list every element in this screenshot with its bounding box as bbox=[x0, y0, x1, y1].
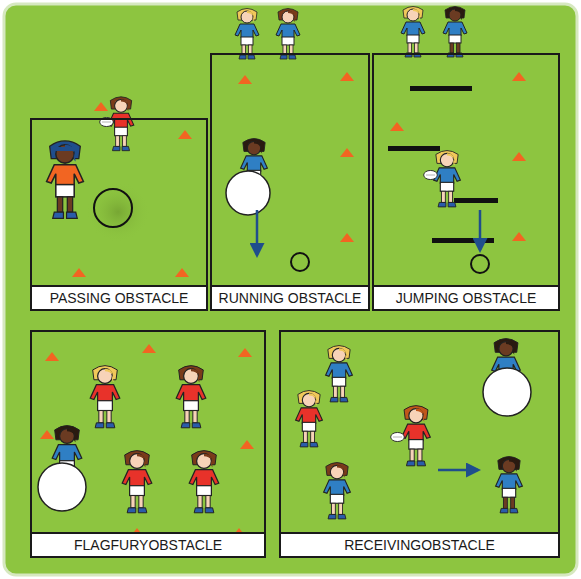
rugby-ball bbox=[424, 170, 438, 179]
cone bbox=[238, 348, 252, 357]
player-figure bbox=[276, 9, 300, 60]
target-circle bbox=[94, 189, 132, 227]
player-figure bbox=[443, 7, 467, 58]
cap-brim bbox=[55, 147, 75, 151]
obstacle-zone: RUNNING OBSTACLE bbox=[210, 53, 370, 311]
player-figure bbox=[324, 463, 351, 519]
cone bbox=[45, 352, 59, 361]
player-figure bbox=[434, 151, 461, 207]
target-circle bbox=[471, 255, 489, 273]
player-figure bbox=[496, 457, 523, 513]
label-band: JUMPING OBSTACLE bbox=[374, 285, 558, 309]
rugby-ball bbox=[391, 432, 405, 441]
zone-label: RUNNING OBSTACLE bbox=[219, 290, 362, 306]
hurdle bbox=[388, 146, 440, 151]
label-band: RECEIVINGOBSTACLE bbox=[281, 532, 558, 556]
player-figure bbox=[122, 451, 152, 513]
obstacle-zone: FLAGFURYOBSTACLE bbox=[30, 330, 266, 558]
player-figure bbox=[401, 7, 425, 58]
player-figure bbox=[235, 9, 259, 60]
target-circle bbox=[291, 253, 309, 271]
zone-label: JUMPING OBSTACLE bbox=[396, 290, 537, 306]
coach-figure bbox=[47, 141, 84, 218]
obstacle-zone: PASSING OBSTACLE bbox=[30, 118, 208, 311]
exercise-ball bbox=[38, 463, 86, 511]
cone bbox=[512, 152, 526, 161]
direction-arrow bbox=[438, 469, 478, 472]
cone bbox=[340, 148, 354, 157]
player-figure bbox=[90, 366, 120, 428]
cone bbox=[340, 72, 354, 81]
cone bbox=[238, 75, 252, 84]
exercise-ball bbox=[226, 171, 270, 215]
label-band: RUNNING OBSTACLE bbox=[212, 285, 368, 309]
label-band: FLAGFURYOBSTACLE bbox=[32, 532, 264, 556]
direction-arrow bbox=[256, 210, 259, 255]
direction-arrow bbox=[479, 210, 482, 250]
cone bbox=[175, 268, 189, 277]
hurdle bbox=[432, 238, 494, 243]
cone bbox=[142, 344, 156, 353]
cone bbox=[72, 268, 86, 277]
player-figure bbox=[402, 406, 431, 466]
obstacle-zone: JUMPING OBSTACLE bbox=[372, 53, 560, 311]
cone bbox=[512, 232, 526, 241]
cone bbox=[40, 430, 54, 439]
cone bbox=[178, 130, 192, 139]
exercise-ball bbox=[483, 368, 531, 416]
player-figure bbox=[326, 346, 353, 402]
player-figure bbox=[296, 391, 323, 447]
zone-label: RECEIVINGOBSTACLE bbox=[344, 537, 495, 553]
cone bbox=[240, 440, 254, 449]
cone bbox=[340, 233, 354, 242]
cone bbox=[390, 122, 404, 131]
zone-label: PASSING OBSTACLE bbox=[50, 290, 189, 306]
zone-label: FLAGFURYOBSTACLE bbox=[74, 537, 222, 553]
cone bbox=[94, 102, 108, 111]
obstacle-zone: RECEIVINGOBSTACLE bbox=[279, 330, 560, 558]
field-panel bbox=[4, 4, 577, 575]
hurdle bbox=[410, 86, 472, 91]
hurdle bbox=[454, 198, 498, 203]
target-shadow bbox=[86, 182, 150, 242]
player-figure bbox=[189, 451, 219, 513]
player-figure bbox=[176, 366, 206, 428]
cone bbox=[512, 72, 526, 81]
label-band: PASSING OBSTACLE bbox=[32, 285, 206, 309]
